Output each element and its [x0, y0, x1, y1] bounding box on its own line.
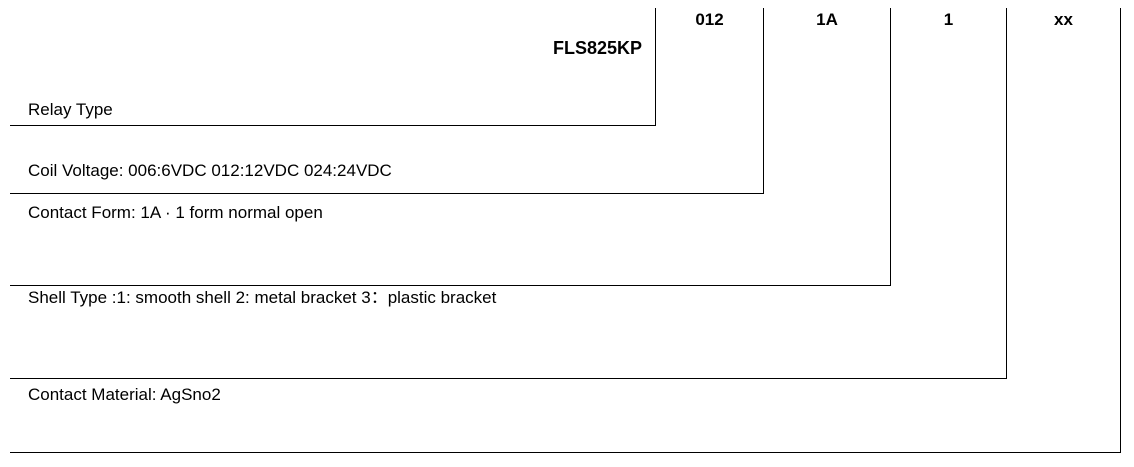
row-label-coil-voltage: Coil Voltage: 006:6VDC 012:12VDC 024:24V…: [28, 161, 392, 180]
row-label-relay-type: Relay Type: [28, 100, 113, 119]
pointer-hline-coil-voltage: [10, 193, 764, 194]
pointer-vline-shell-type: [1006, 8, 1007, 378]
code-contact-form: 1A: [816, 10, 838, 29]
pointer-hline-shell-type: [10, 378, 1007, 379]
pointer-hline-contact-form: [10, 285, 891, 286]
pointer-vline-contact-form: [890, 8, 891, 285]
pointer-vline-contact-material: [1120, 8, 1121, 452]
row-label-contact-material: Contact Material: AgSno2: [28, 385, 221, 404]
base-part-number: FLS825KP: [552, 38, 642, 58]
row-label-shell-type: Shell Type :1: smooth shell 2: metal bra…: [28, 288, 497, 307]
pointer-hline-contact-material: [10, 452, 1121, 453]
pointer-vline-relay-type: [655, 8, 656, 125]
pointer-vline-coil-voltage: [763, 8, 764, 193]
pointer-hline-relay-type: [10, 125, 656, 126]
code-shell-type: 1: [943, 10, 954, 29]
row-label-contact-form: Contact Form: 1A · 1 form normal open: [28, 203, 323, 222]
code-contact-material: xx: [1054, 10, 1073, 29]
code-coil-voltage: 012: [695, 10, 724, 29]
